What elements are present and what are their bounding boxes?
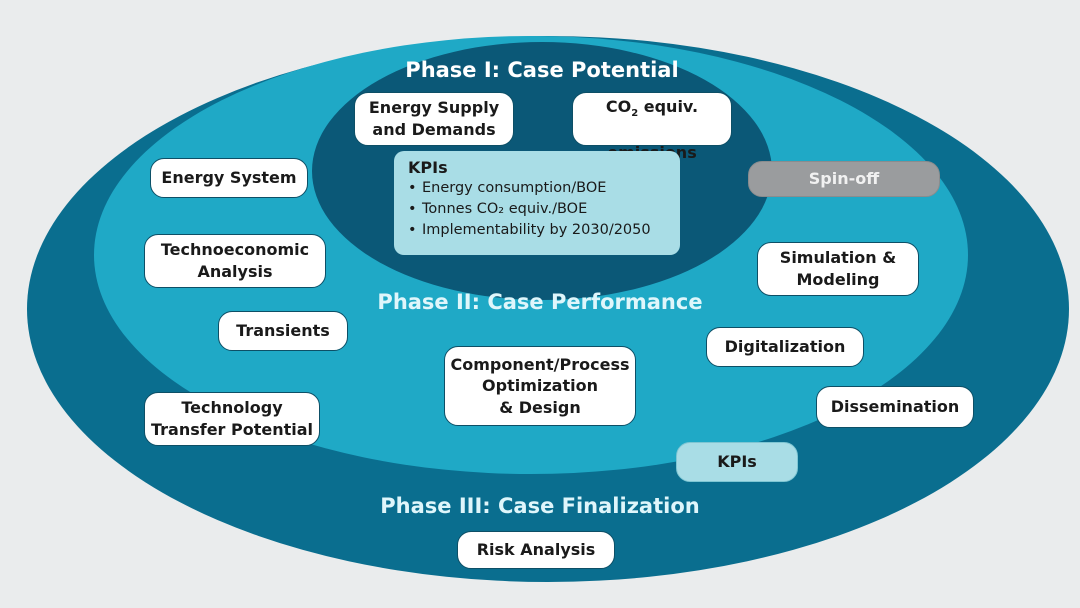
phase1-title: Phase I: Case Potential bbox=[405, 58, 679, 82]
co2-emissions-box: CO2 equiv. emissions bbox=[572, 92, 732, 162]
kpi-item: • Implementability by 2030/2050 bbox=[408, 220, 670, 241]
bullet-icon: • bbox=[408, 222, 417, 239]
kpi-item-text: Tonnes CO₂ equiv./BOE bbox=[422, 201, 588, 218]
energy-supply-box: Energy Supply and Demands bbox=[354, 92, 514, 146]
risk-analysis-box: Risk Analysis bbox=[457, 531, 615, 569]
component-optimization-box: Component/Process Optimization & Design bbox=[444, 346, 636, 426]
spin-off-box: Spin-off bbox=[748, 161, 940, 197]
bullet-icon: • bbox=[408, 180, 417, 196]
technology-transfer-box: Technology Transfer Potential bbox=[144, 392, 320, 446]
phase3-title: Phase III: Case Finalization bbox=[380, 494, 700, 518]
kpi-item-text: Energy consumption/BOE bbox=[422, 180, 607, 196]
kpi-item-text: Implementability by 2030/2050 bbox=[422, 222, 651, 239]
technoeconomic-analysis-box: Technoeconomic Analysis bbox=[144, 234, 326, 288]
simulation-modeling-box: Simulation & Modeling bbox=[757, 242, 919, 296]
kpi-item: • Energy consumption/BOE bbox=[408, 178, 670, 199]
bullet-icon: • bbox=[408, 201, 417, 218]
transients-box: Transients bbox=[218, 311, 348, 351]
phase3-kpis-box: KPIs bbox=[676, 442, 798, 482]
co2-subscript: 2 bbox=[631, 108, 639, 120]
dissemination-box: Dissemination bbox=[816, 386, 974, 428]
digitalization-box: Digitalization bbox=[706, 327, 864, 367]
energy-system-box: Energy System bbox=[150, 158, 308, 198]
co2-suffix: equiv. bbox=[638, 96, 699, 116]
phase2-title: Phase II: Case Performance bbox=[377, 290, 703, 314]
co2-prefix: CO bbox=[605, 96, 632, 116]
kpi-item: • Tonnes CO₂ equiv./BOE bbox=[408, 199, 670, 220]
phase1-kpi-box: KPIs • Energy consumption/BOE • Tonnes CO₂… bbox=[394, 151, 680, 255]
kpi-title: KPIs bbox=[408, 158, 448, 177]
